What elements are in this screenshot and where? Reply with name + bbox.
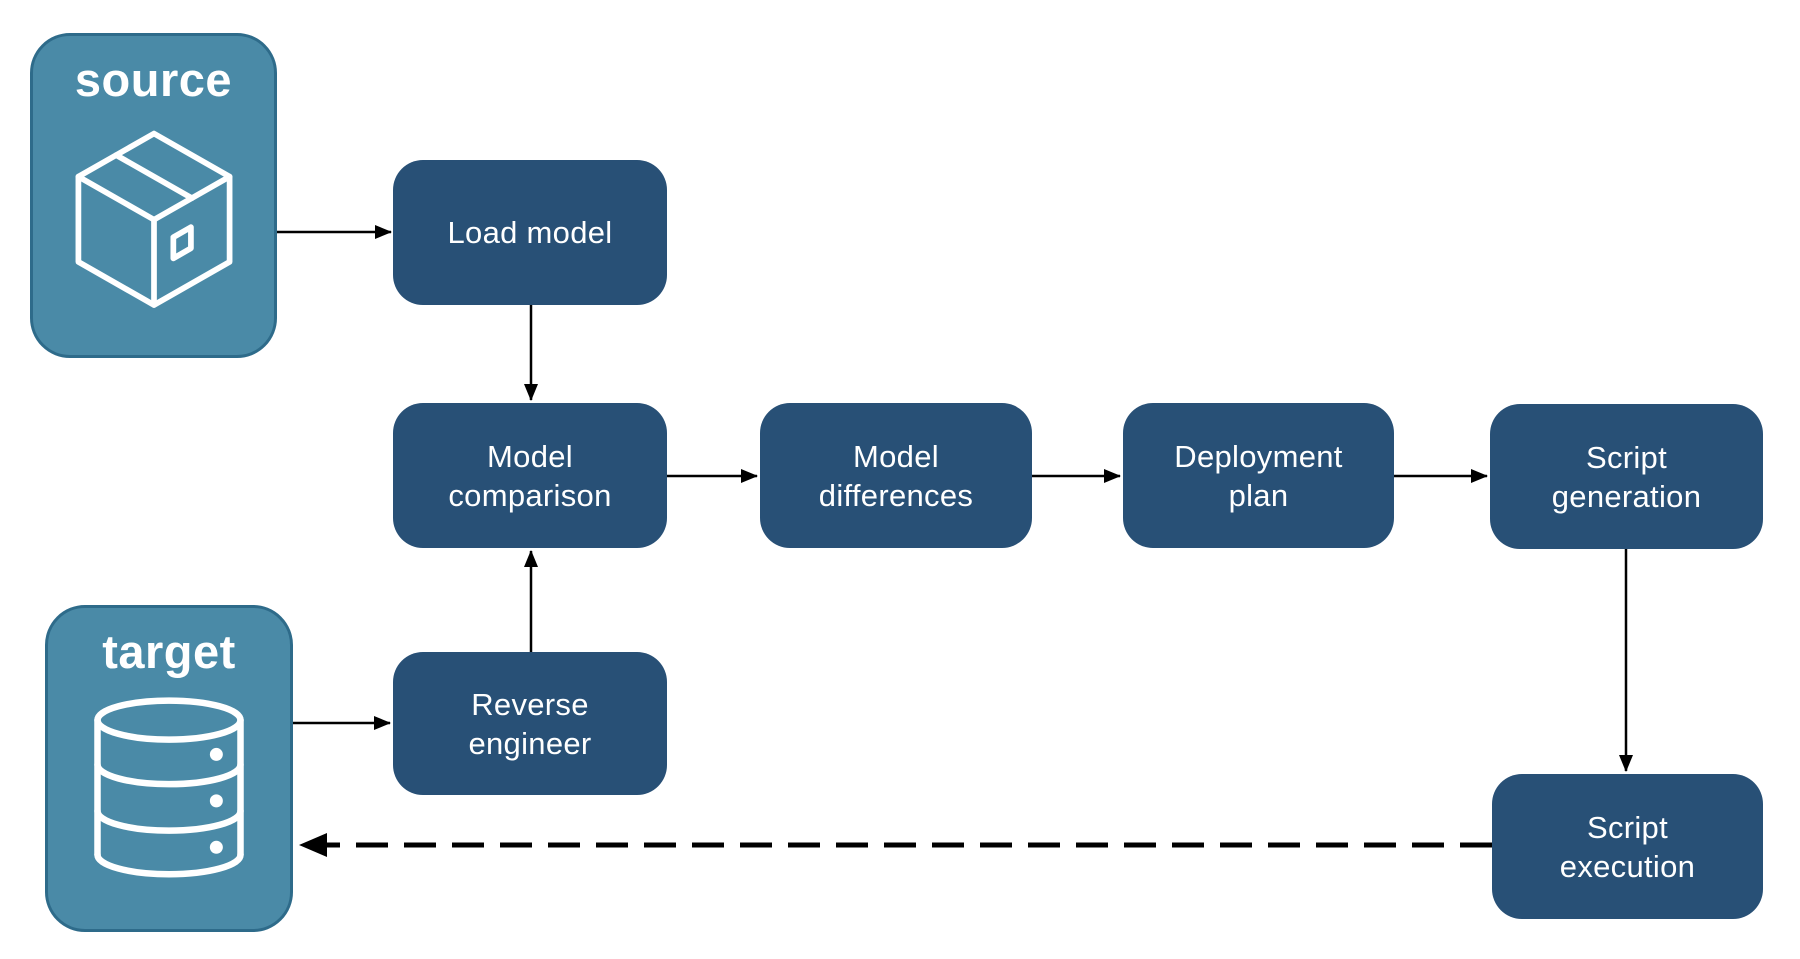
node-script-execution-label: Script execution	[1559, 809, 1696, 884]
node-reverse-engineer: Reverse engineer	[393, 652, 667, 795]
node-script-generation-label: Script generation	[1551, 439, 1702, 514]
node-model-comparison: Model comparison	[393, 403, 667, 548]
node-model-differences-label: Model differences	[818, 438, 974, 513]
node-deployment-plan: Deployment plan	[1123, 403, 1394, 548]
node-deployment-plan-label: Deployment plan	[1174, 438, 1343, 513]
node-load-model-label: Load model	[447, 215, 613, 250]
node-reverse-engineer-label: Reverse engineer	[468, 686, 592, 761]
node-script-execution: Script execution	[1492, 774, 1763, 919]
node-source-label: source	[74, 53, 233, 106]
node-load-model: Load model	[393, 160, 667, 305]
node-script-generation: Script generation	[1490, 404, 1763, 549]
node-model-comparison-label: Model comparison	[448, 438, 612, 513]
node-model-differences: Model differences	[760, 403, 1032, 548]
database-icon	[94, 697, 244, 878]
node-target: target	[45, 605, 293, 932]
node-target-label: target	[102, 625, 236, 678]
node-source: source	[30, 33, 277, 358]
package-icon	[75, 130, 232, 308]
